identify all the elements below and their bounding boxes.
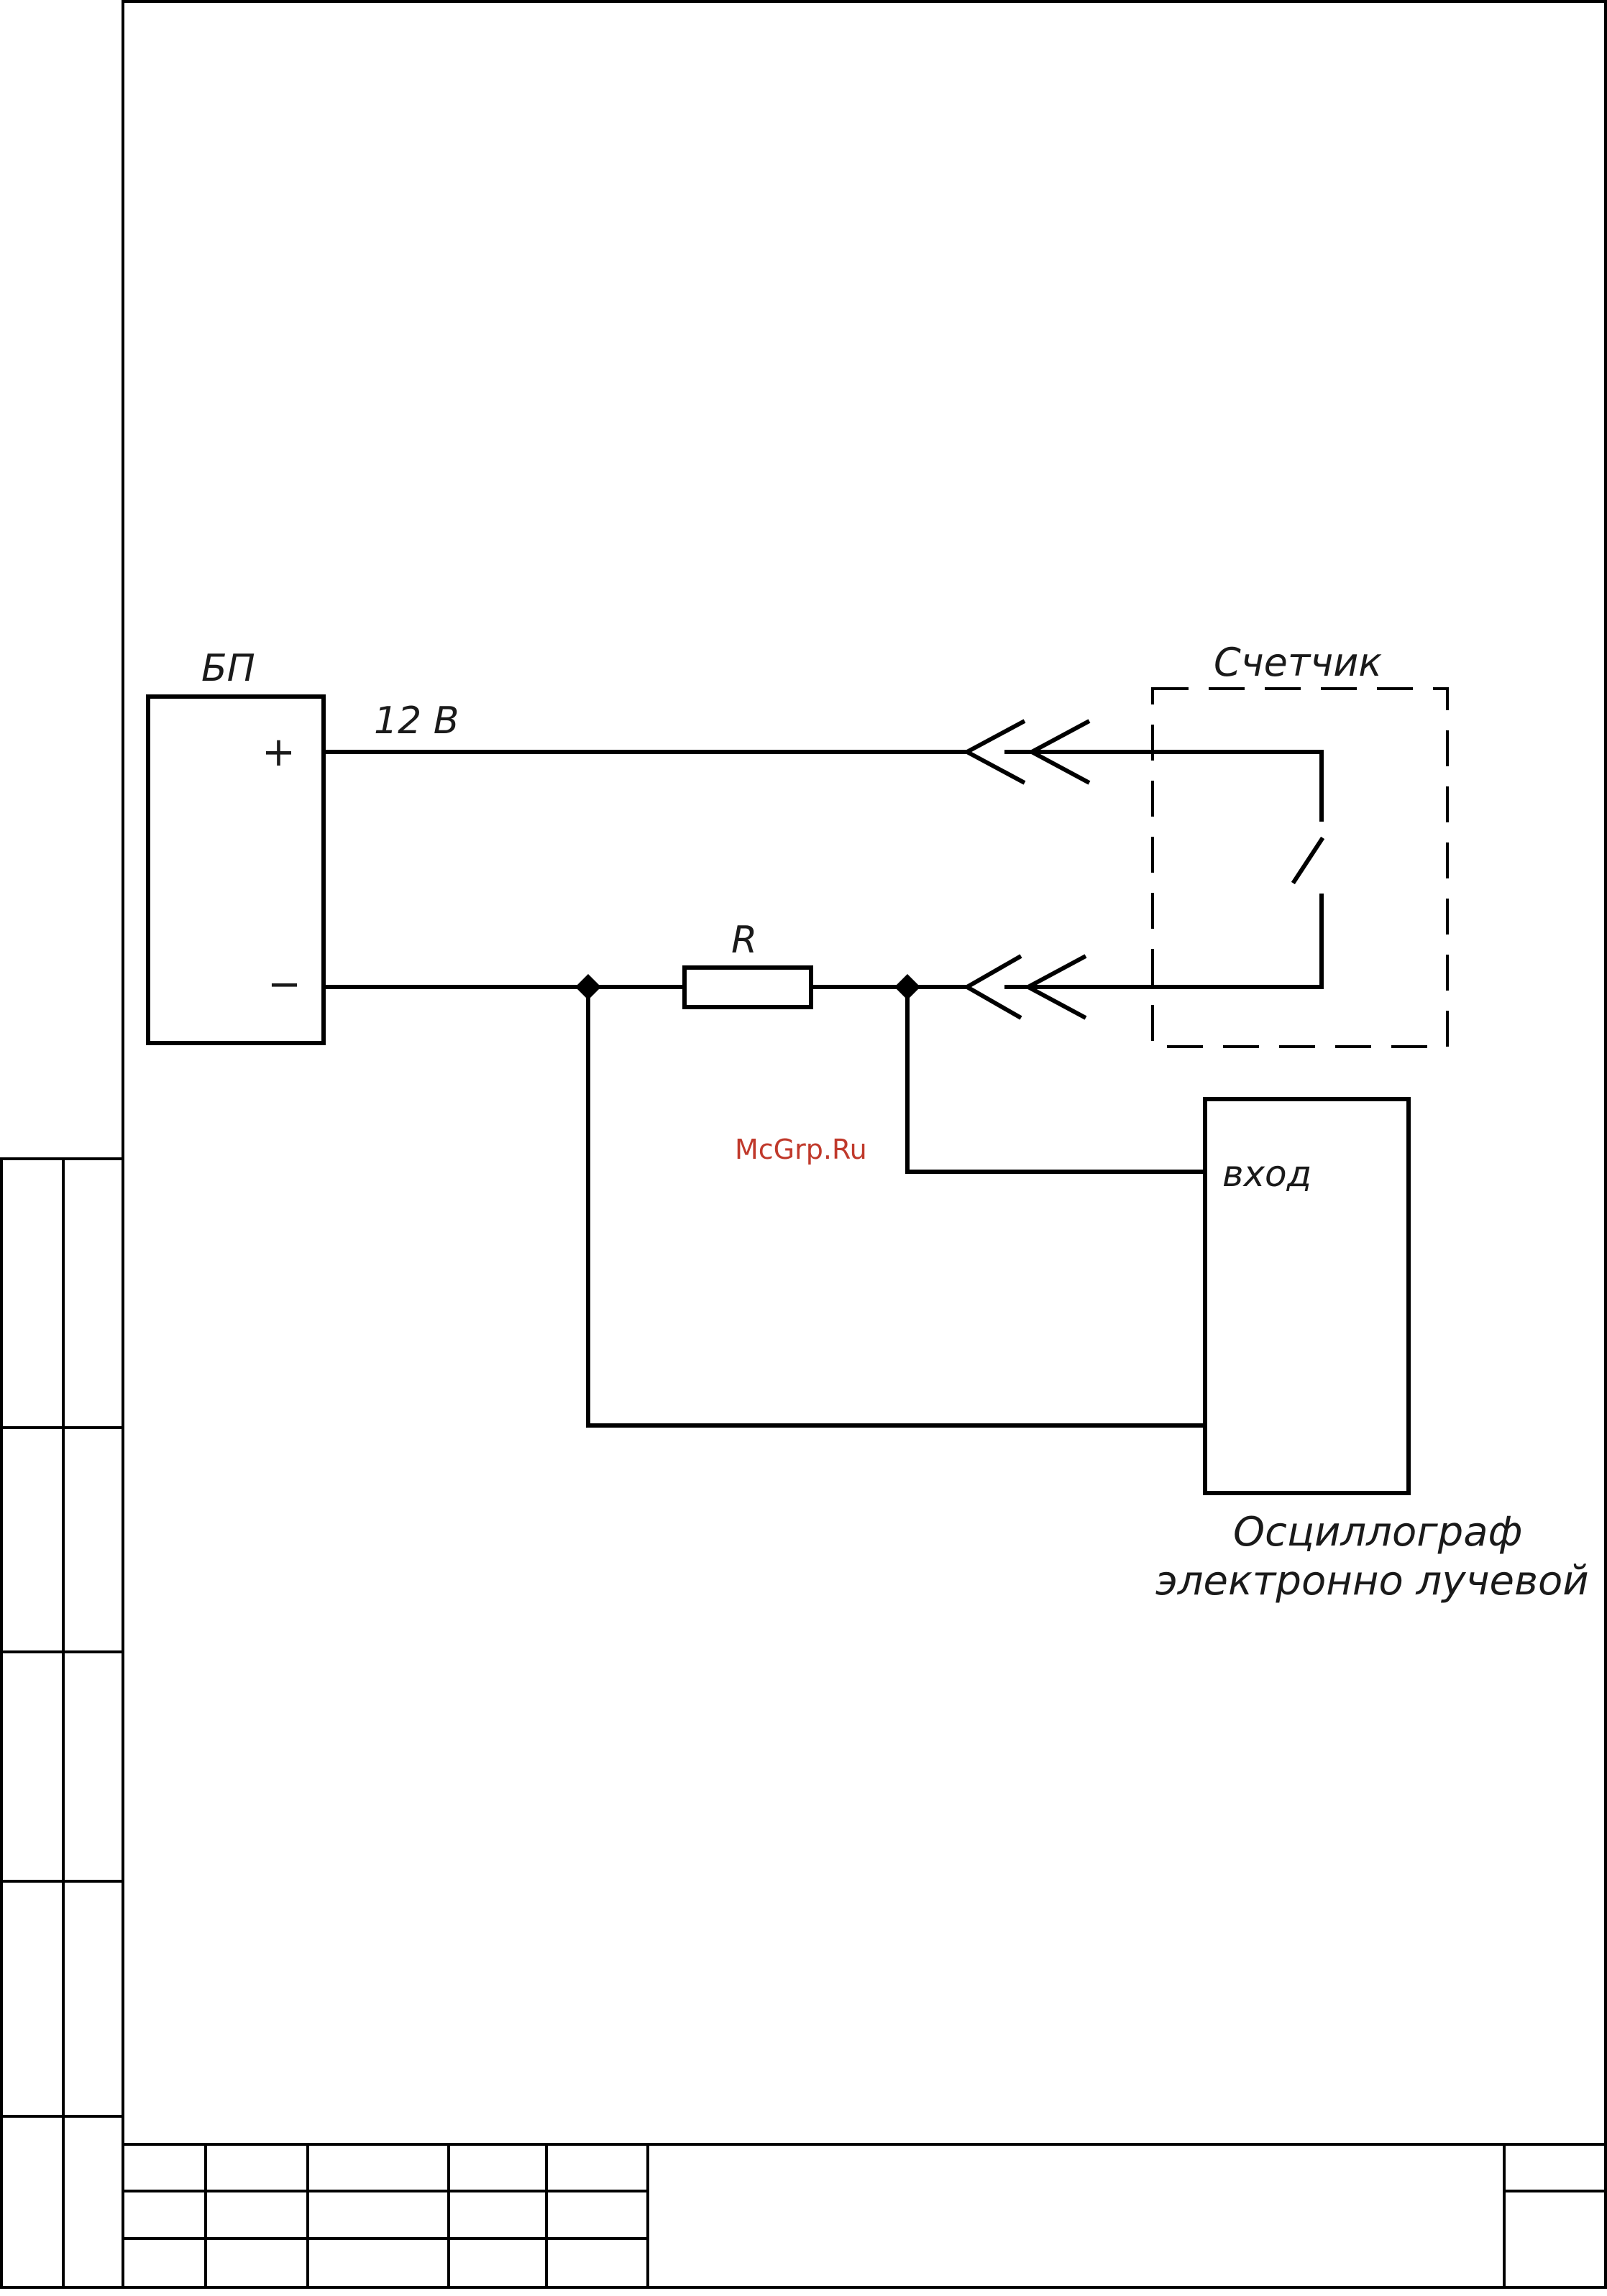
minus-terminal-label: − [267, 961, 301, 1008]
oscilloscope-name-line2: электронно лучевой [1155, 1558, 1589, 1604]
oscilloscope-name-line1: Осциллограф [1233, 1509, 1522, 1556]
voltage-label: 12 В [374, 699, 459, 743]
resistor-label: R [731, 919, 757, 962]
counter-switch-contact [1294, 840, 1322, 881]
oscilloscope-block: вход Осциллограф электронно лучевой [1155, 1099, 1589, 1604]
junction-left-icon [575, 974, 601, 1000]
watermark: McGrp.Ru [735, 1134, 867, 1165]
power-supply-label: БП [201, 647, 255, 690]
resistor-body [685, 968, 811, 1007]
connectors [967, 721, 1089, 1018]
plus-terminal-label: + [262, 729, 296, 776]
title-block [123, 2144, 1606, 2287]
power-supply-block: БП + − [148, 647, 324, 1043]
counter-dashed-box [1153, 689, 1447, 1047]
oscilloscope-input-label: вход [1222, 1153, 1311, 1195]
resistor: R [685, 919, 811, 1007]
wire-to-osc-input [907, 987, 1205, 1172]
wire-to-osc-ground [588, 987, 1205, 1425]
wires [324, 752, 1322, 1425]
junction-right-icon [894, 974, 920, 1000]
counter-label: Счетчик [1214, 640, 1382, 685]
